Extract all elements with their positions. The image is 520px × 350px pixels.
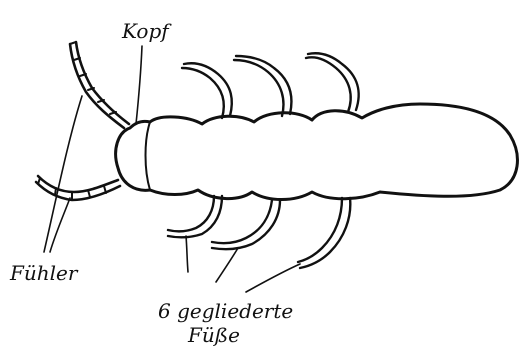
leg-lower-3 [298, 198, 350, 268]
label-legs-line1: 6 gegliederte [158, 299, 293, 323]
leg-upper-2 [234, 56, 291, 116]
label-head: Kopf [121, 19, 172, 43]
label-legs-line2: Füße [187, 323, 240, 347]
leg-upper-3 [306, 53, 359, 112]
leg-lower-1 [168, 196, 222, 237]
leg-upper-1 [182, 63, 232, 118]
label-antennae: Fühler [9, 261, 79, 285]
antenna-upper [70, 42, 129, 128]
leg-lower-2 [212, 200, 280, 249]
larva-body [116, 104, 518, 200]
antenna-lower [36, 176, 120, 200]
